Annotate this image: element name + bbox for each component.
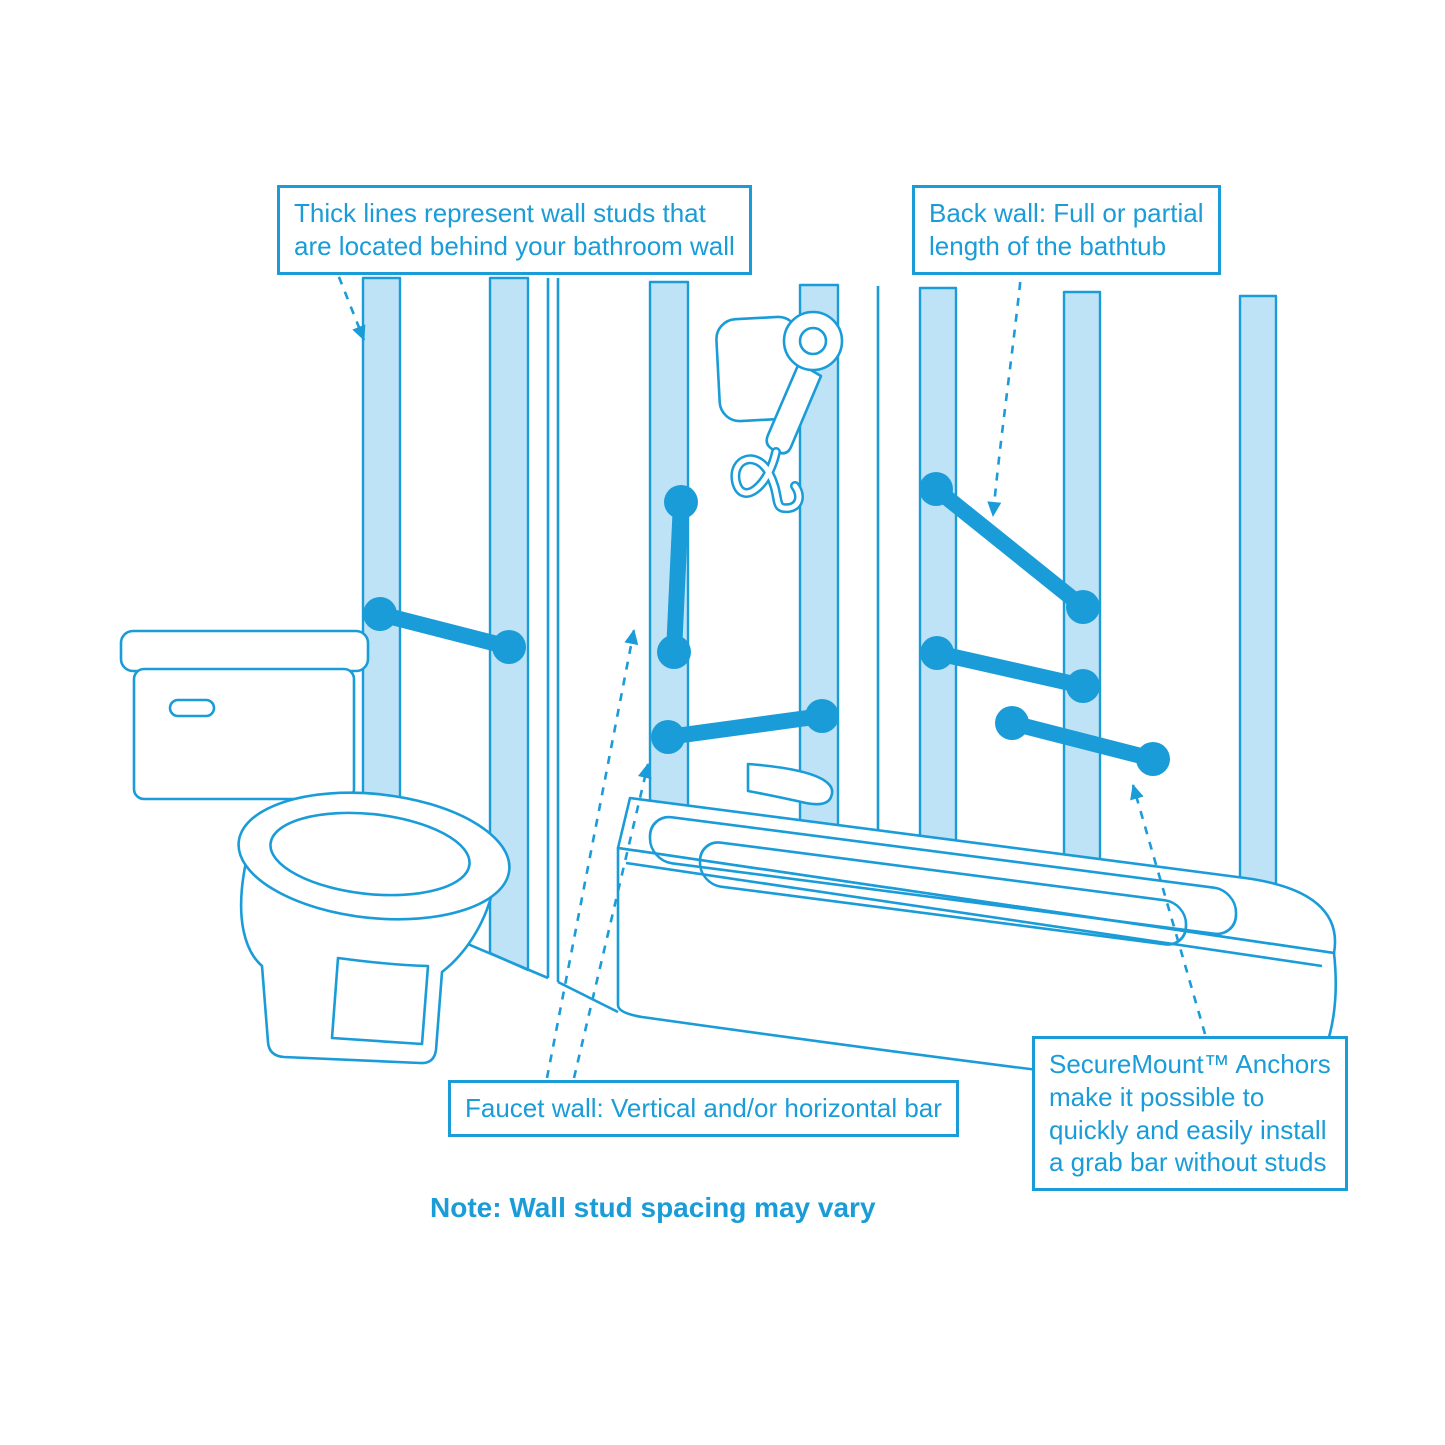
grab-bar-flange (1066, 590, 1100, 624)
bathtub-opening (648, 815, 1238, 936)
dashed-arrow-to-stud (331, 261, 366, 341)
grab-bar-flange (657, 635, 691, 669)
bathtub-floor (698, 841, 1188, 946)
grab-bar-flange (805, 699, 839, 733)
grab-bar-flange (492, 630, 526, 664)
bathtub-rim-edge (625, 861, 1323, 968)
grab-bar-horizontal-back-wall (920, 636, 1100, 703)
grab-bar-flange (363, 597, 397, 631)
callout-faucet-wall: Faucet wall: Vertical and/or horizontal … (448, 1080, 959, 1137)
grab-bar-flange (995, 706, 1029, 740)
grab-bar-flange (919, 472, 953, 506)
dashed-arrow-to-securemount-bar (1130, 784, 1207, 1035)
callout-back-wall: Back wall: Full or partial length of the… (912, 185, 1221, 275)
grab-bar-flange (651, 720, 685, 754)
callout-wall-studs: Thick lines represent wall studs that ar… (277, 185, 752, 275)
dashed-arrow-to-back-wall-bar (987, 265, 1024, 517)
toilet-tank (132, 667, 356, 801)
faucet-spout (746, 762, 834, 806)
dashed-arrow-to-horizontal-bar (572, 763, 652, 1079)
toilet-seat-inner (269, 811, 471, 897)
grab-bar-left-wall (363, 597, 526, 664)
grab-bar-flange (1136, 742, 1170, 776)
grab-bar-vertical-faucet-wall (657, 485, 698, 669)
grab-bar-horizontal-faucet-wall (651, 699, 839, 754)
grab-bar-securemount-back-wall (995, 706, 1170, 776)
grab-bar-flange (1066, 669, 1100, 703)
toilet-tank-lid (119, 629, 370, 673)
wall-stud (918, 286, 958, 882)
toilet-illustration (119, 629, 511, 1065)
grab-bar-flange (664, 485, 698, 519)
toilet-base-panel (330, 956, 430, 1046)
floor-line (557, 980, 619, 1014)
callout-securemount: SecureMount™ Anchors make it possible to… (1032, 1036, 1348, 1191)
annotation-arrows (331, 261, 1207, 1079)
toilet-flush-handle (168, 698, 216, 718)
shower-head-face (798, 326, 828, 356)
shower-illustration (715, 310, 844, 514)
grab-bar-flange (920, 636, 954, 670)
grab-bar-diagonal-back-wall (919, 472, 1100, 624)
dashed-arrow-to-vertical-bar (545, 629, 639, 1079)
shower-head (782, 310, 844, 372)
note-wall-stud-spacing: Note: Wall stud spacing may vary (430, 1192, 876, 1223)
wall-stud (1238, 294, 1278, 942)
